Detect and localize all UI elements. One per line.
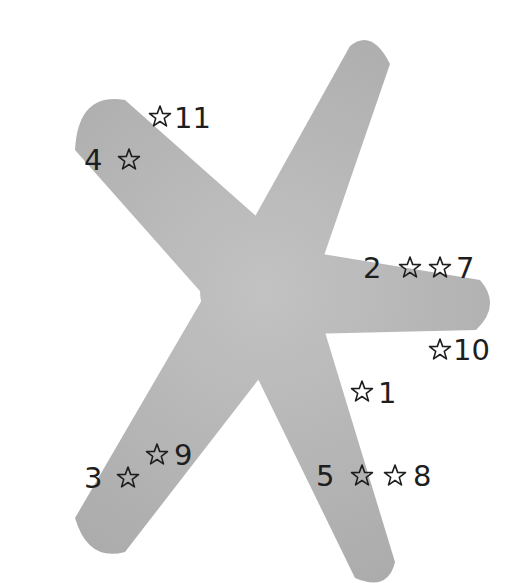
star-marker <box>119 149 140 169</box>
callout-number: 4 <box>84 146 102 175</box>
star-marker <box>400 257 421 277</box>
starfish-body <box>75 40 490 582</box>
callout-number: 1 <box>378 379 396 408</box>
callout-number: 7 <box>456 254 474 283</box>
star-markers <box>118 106 451 487</box>
star-marker <box>118 467 139 487</box>
callout-number: 10 <box>453 336 490 365</box>
star-marker <box>430 339 451 359</box>
starfish-disc <box>200 225 330 355</box>
callout-number: 5 <box>316 462 334 491</box>
callout-number: 2 <box>363 254 381 283</box>
star-marker <box>147 444 168 464</box>
star-marker <box>352 465 373 485</box>
callout-number: 9 <box>174 441 192 470</box>
callout-number: 8 <box>413 462 431 491</box>
star-marker <box>150 106 171 126</box>
callout-number: 3 <box>84 464 102 493</box>
star-marker <box>352 381 373 401</box>
callout-number: 11 <box>174 104 211 133</box>
star-marker <box>385 465 406 485</box>
star-marker <box>430 257 451 277</box>
